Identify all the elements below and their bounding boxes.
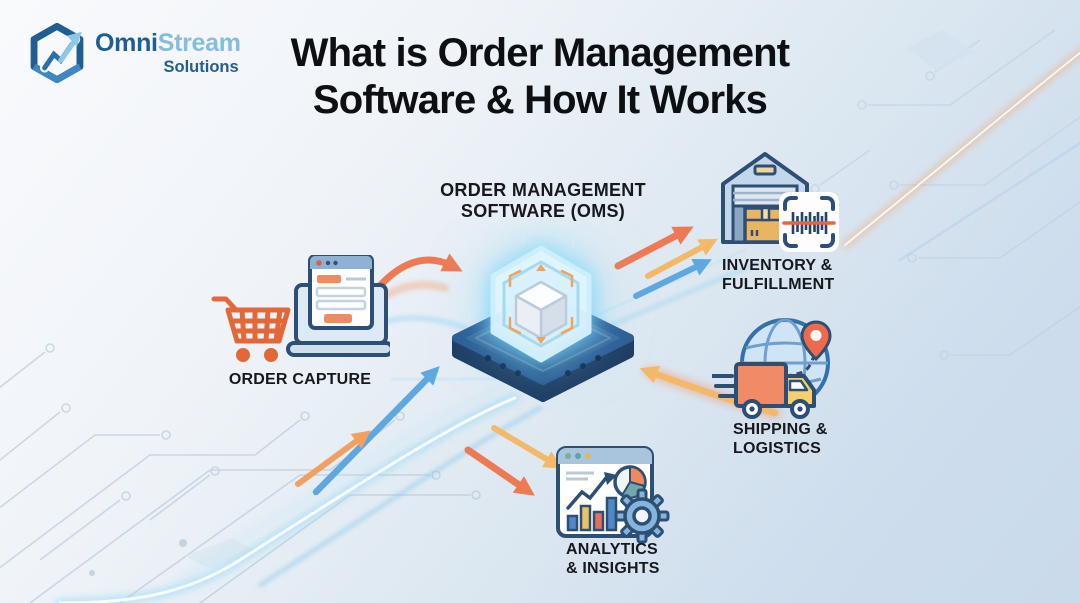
analytics-graphic xyxy=(556,446,670,544)
shipping-graphic xyxy=(712,318,832,419)
inventory-label: INVENTORY & FULFILLMENT xyxy=(722,256,834,294)
page-title-line1: What is Order Management xyxy=(290,31,790,75)
flow-arrows xyxy=(295,226,781,496)
brand-logo: OmniStream Solutions xyxy=(26,22,241,84)
warehouse-box-icon xyxy=(721,152,809,244)
oms-cube-chip-icon xyxy=(452,219,634,402)
brand-name-secondary: Stream xyxy=(157,28,241,57)
cube-icon xyxy=(514,280,568,340)
oms-hub-graphic xyxy=(452,219,634,402)
arrow-hub-to-analytics-yellow xyxy=(491,425,563,469)
order-capture-graphic xyxy=(211,255,390,362)
inventory-label-line2: FULFILLMENT xyxy=(722,276,835,293)
hub-label-line1: ORDER MANAGEMENT xyxy=(440,180,646,200)
brand-name: OmniStream xyxy=(95,28,241,57)
shipping-label: SHIPPING & LOGISTICS xyxy=(733,420,827,458)
shipping-label-line1: SHIPPING & xyxy=(733,421,828,438)
page-title: What is Order Management Software & How … xyxy=(0,30,1080,124)
shopping-cart-icon xyxy=(211,296,291,362)
brand-name-primary: Omni xyxy=(95,28,158,57)
order-capture-label: ORDER CAPTURE xyxy=(228,371,372,388)
brand-subtitle: Solutions xyxy=(163,57,239,76)
circuit-pattern-top-right xyxy=(810,29,1080,360)
arrow-hub-to-analytics-orange xyxy=(464,446,535,496)
analytics-label-line2: & INSIGHTS xyxy=(566,560,660,577)
delivery-truck-icon xyxy=(712,362,816,419)
arrow-hub-to-inventory-yellow xyxy=(645,238,718,279)
analytics-label: ANALYTICS & INSIGHTS xyxy=(566,540,660,578)
hexagon-growth-arrow-icon xyxy=(30,22,84,84)
shipping-label-line2: LOGISTICS xyxy=(733,440,822,457)
inventory-label-line1: INVENTORY & xyxy=(722,257,833,274)
inventory-graphic xyxy=(721,152,839,252)
analytics-label-line1: ANALYTICS xyxy=(566,541,658,558)
arrow-bottomleft-blue xyxy=(312,366,440,496)
location-pin-icon xyxy=(800,320,832,362)
page-title-line2: Software & How It Works xyxy=(312,78,768,122)
arrow-hub-to-inventory-orange xyxy=(614,226,694,270)
hub-label: ORDER MANAGEMENT SOFTWARE (OMS) xyxy=(418,180,668,222)
laptop-order-form-icon xyxy=(286,255,390,357)
gear-icon xyxy=(614,488,670,544)
arrow-hub-to-inventory-blue xyxy=(633,258,712,299)
orange-accent-brackets xyxy=(508,269,574,335)
arrow-bottomleft-orange xyxy=(295,430,371,487)
hub-label-line2: SOFTWARE (OMS) xyxy=(460,201,626,221)
barcode-scan-icon xyxy=(779,192,839,252)
